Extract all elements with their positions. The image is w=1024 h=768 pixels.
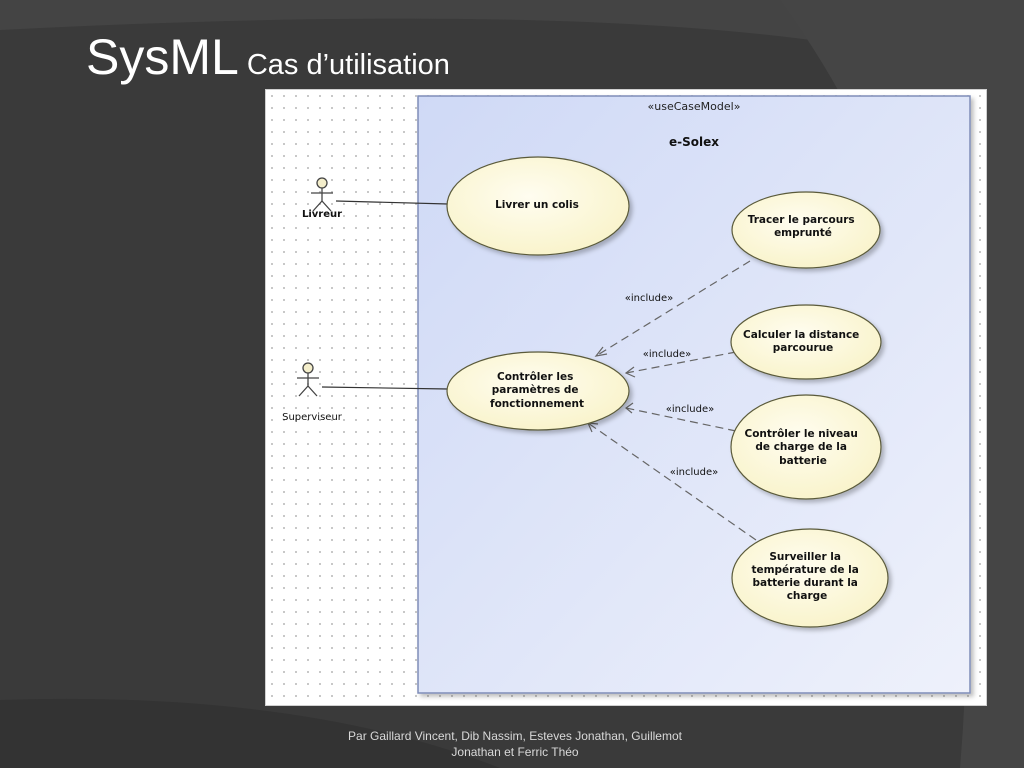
include-label-calculer: «include» [643,349,691,360]
include-calculer [624,351,737,378]
actor-livreur-label: Livreur [302,209,342,220]
usecase-niveau-line2: de charge de la [755,441,847,453]
usecase-controler-line3: fonctionnement [490,398,584,410]
svg-text:Contrôler le niveau de: Contrôler le niveau de charge de la batt… [745,428,862,467]
boundary-stereotype: «useCaseModel» [648,100,741,113]
actor-livreur[interactable] [311,177,333,212]
usecase-calculer-distance[interactable]: Calculer la distance parcourue [730,304,882,380]
usecase-tracer-parcours[interactable]: Tracer le parcours emprunté [731,191,881,269]
title-main: SysML [86,29,239,85]
usecase-controler-line1: Contrôler les [497,371,573,383]
usecase-surveiller-temperature[interactable]: Surveiller la température de la batterie… [731,528,889,628]
system-name: e-Solex [669,135,719,149]
svg-text:Surveiller la températ: Surveiller la température de la batterie… [751,551,862,602]
include-label-temperature: «include» [670,467,718,478]
usecase-temperature-line4: charge [787,590,828,602]
usecase-tracer-line2: emprunté [774,227,832,239]
usecase-calculer-line1: Calculer la distance [743,329,859,341]
include-tracer [594,260,751,357]
svg-text:Calculer la distance p: Calculer la distance parcourue [743,329,863,354]
usecase-calculer-line2: parcourue [773,342,833,354]
actor-head-icon [316,177,328,189]
title-sub: Cas d’utilisation [246,49,450,81]
include-label-tracer: «include» [625,293,673,304]
usecase-niveau-line3: batterie [779,455,827,467]
include-label-niveau: «include» [666,404,714,415]
usecase-temperature-line1: Surveiller la [769,551,841,563]
usecase-niveau-line1: Contrôler le niveau [745,428,858,440]
actor-superviseur-label: Superviseur [282,412,343,423]
usecase-tracer-line1: Tracer le parcours [748,214,855,226]
usecase-livrer-colis[interactable]: Livrer un colis [446,156,630,256]
usecase-controler-line2: paramètres de [492,384,579,396]
svg-text:Livrer un colis: Livrer un colis [495,199,579,211]
association-livreur [335,200,449,205]
association-superviseur [321,386,449,390]
svg-text:Tracer le parcours emp: Tracer le parcours emprunté [748,214,859,239]
usecase-temperature-line3: batterie durant la [752,577,857,589]
include-niveau [625,402,737,432]
usecase-niveau-charge[interactable]: Contrôler le niveau de charge de la batt… [730,394,882,500]
actor-head-icon [302,362,314,374]
use-case-diagram: «useCaseModel» e-Solex «include» «includ… [282,95,971,694]
slide-footer: Par Gaillard Vincent, Dib Nassim, Esteve… [348,729,682,759]
usecase-temperature-line2: température de la [751,564,858,576]
usecase-livrer-line1: Livrer un colis [495,199,579,211]
actor-superviseur[interactable] [297,362,319,397]
usecase-controler-parametres[interactable]: Contrôler les paramètres de fonctionneme… [446,351,630,431]
diagram-canvas: «useCaseModel» e-Solex «include» «includ… [265,89,987,706]
svg-text:Contrôler les paramètr: Contrôler les paramètres de fonctionneme… [490,371,584,410]
